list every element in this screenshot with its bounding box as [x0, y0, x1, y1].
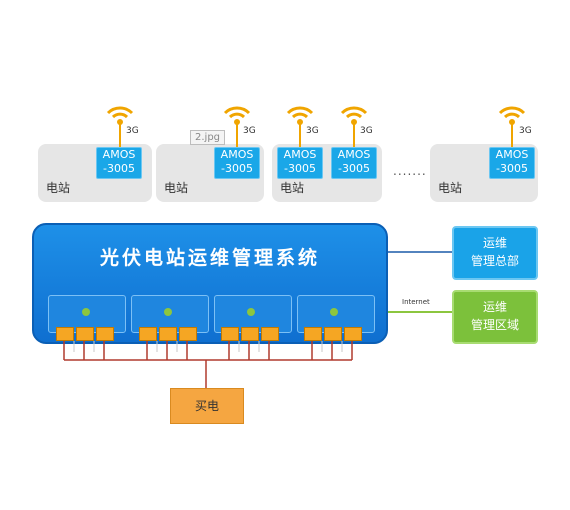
network-label: 3G — [519, 126, 532, 136]
port — [324, 327, 342, 341]
port — [96, 327, 114, 341]
port — [56, 327, 74, 341]
ops-headquarters-box: 运维 管理总部 — [452, 226, 538, 280]
port — [139, 327, 157, 341]
port — [76, 327, 94, 341]
port — [261, 327, 279, 341]
station-label: 电站 — [280, 181, 305, 195]
internet-label: Internet — [402, 298, 430, 306]
network-label: 3G — [306, 126, 319, 136]
port — [304, 327, 322, 341]
station-label: 电站 — [46, 181, 71, 195]
port — [179, 327, 197, 341]
pv-station-ops-system: 光伏电站运维管理系统 — [32, 223, 388, 344]
port — [221, 327, 239, 341]
amos-device-3: AMOS -3005 — [277, 147, 323, 179]
wireless-antenna-icon — [340, 106, 368, 147]
amos-device-2: AMOS -3005 — [214, 147, 260, 179]
wireless-antenna-icon — [498, 106, 526, 147]
image-tooltip: 2.jpg — [190, 130, 226, 145]
ops-area-box: 运维 管理区域 — [452, 290, 538, 344]
station-label: 电站 — [164, 181, 189, 195]
port — [241, 327, 259, 341]
port — [344, 327, 362, 341]
wireless-antenna-icon — [286, 106, 314, 147]
network-label: 3G — [126, 126, 139, 136]
wireless-antenna-icon — [106, 106, 134, 147]
amos-device-1: AMOS -3005 — [96, 147, 142, 179]
network-label: 3G — [360, 126, 373, 136]
module-slot — [131, 295, 209, 333]
amos-device-4: AMOS -3005 — [331, 147, 377, 179]
ellipsis: ....... — [393, 164, 427, 178]
port — [159, 327, 177, 341]
system-title: 光伏电站运维管理系统 — [99, 247, 320, 269]
power-purchase-box: 买电 — [170, 388, 244, 424]
network-label: 3G — [243, 126, 256, 136]
amos-device-5: AMOS -3005 — [489, 147, 535, 179]
station-label: 电站 — [438, 181, 463, 195]
wireless-antenna-icon — [223, 106, 251, 147]
